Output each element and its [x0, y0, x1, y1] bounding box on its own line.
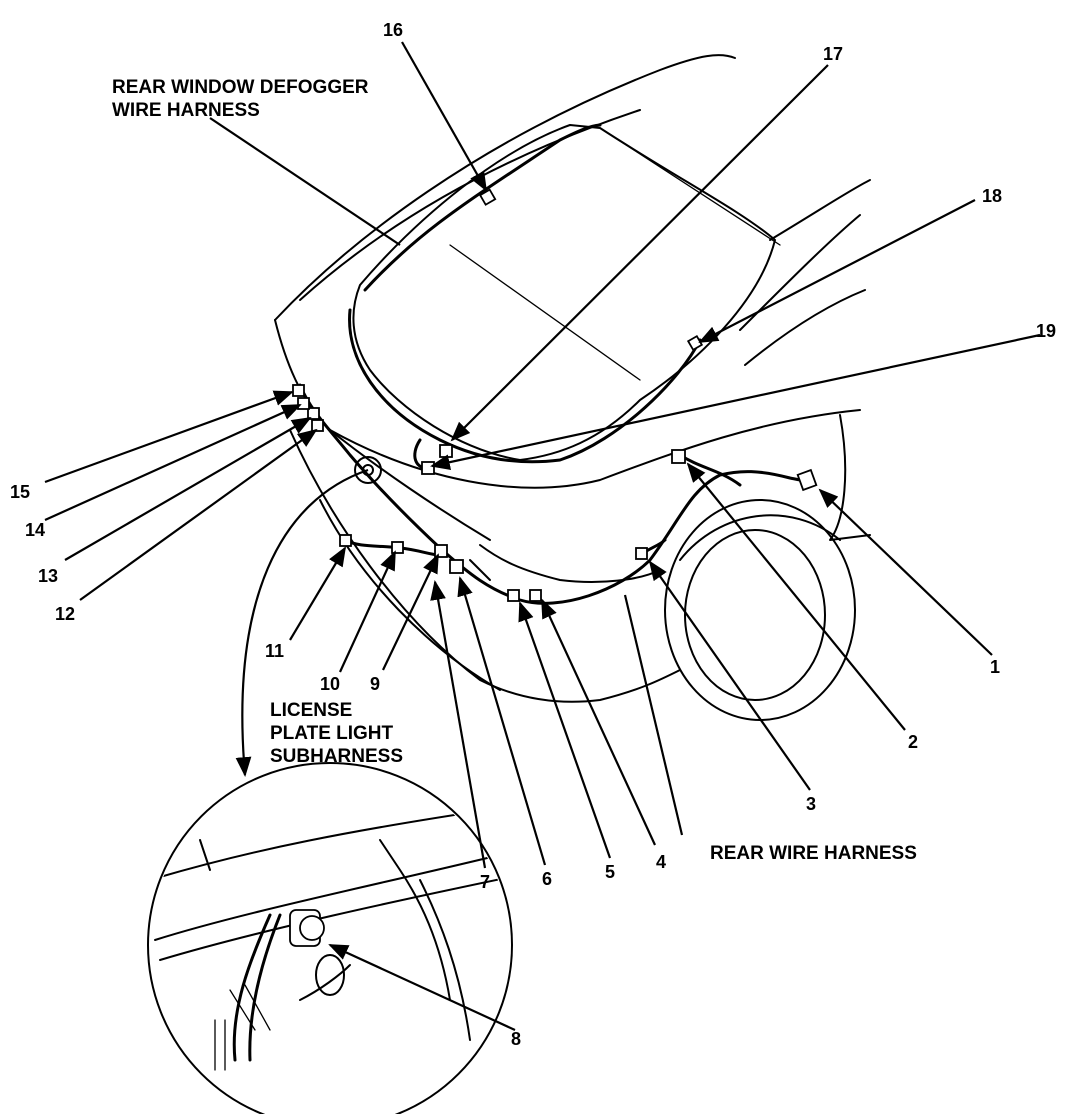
callout-1: 1	[990, 657, 1000, 677]
callout-17: 17	[823, 44, 843, 64]
license-label-line2: PLATE LIGHT	[270, 723, 394, 744]
callout-19: 19	[1036, 321, 1056, 341]
callout-4: 4	[656, 852, 666, 872]
callout-6: 6	[542, 869, 552, 889]
license-label-line1: LICENSE	[270, 700, 352, 721]
text-labels: REAR WINDOW DEFOGGER WIRE HARNESS LICENS…	[112, 77, 917, 864]
callout-18: 18	[982, 186, 1002, 206]
defogger-harness-top	[363, 123, 602, 292]
callout-16: 16	[383, 20, 403, 40]
defogger-label-line2: WIRE HARNESS	[112, 100, 260, 121]
rear-wire-harness	[298, 383, 812, 605]
callout-13: 13	[38, 566, 58, 586]
callout-2: 2	[908, 732, 918, 752]
callout-7: 7	[480, 872, 490, 892]
callout-5: 5	[605, 862, 615, 882]
callout-numbers: 1 2 3 4 5 6 7 8 9 10 11 12 13 14 15 16 1…	[10, 20, 1056, 1049]
callout-8: 8	[511, 1029, 521, 1049]
callout-14: 14	[25, 520, 45, 540]
callout-10: 10	[320, 674, 340, 694]
callout-3: 3	[806, 794, 816, 814]
callout-15: 15	[10, 482, 30, 502]
callout-11: 11	[265, 641, 284, 661]
wire-harnesses	[298, 123, 812, 605]
leader-lines	[44, 41, 1041, 1031]
callout-12: 12	[55, 604, 75, 624]
rear-wire-harness-label: REAR WIRE HARNESS	[710, 843, 917, 864]
license-light-detail	[147, 762, 513, 1114]
license-label-line3: SUBHARNESS	[270, 746, 403, 767]
callout-9: 9	[370, 674, 380, 694]
defogger-label-line1: REAR WINDOW DEFOGGER	[112, 77, 369, 98]
defogger-harness-lower	[348, 308, 702, 464]
connectors	[292, 188, 818, 602]
